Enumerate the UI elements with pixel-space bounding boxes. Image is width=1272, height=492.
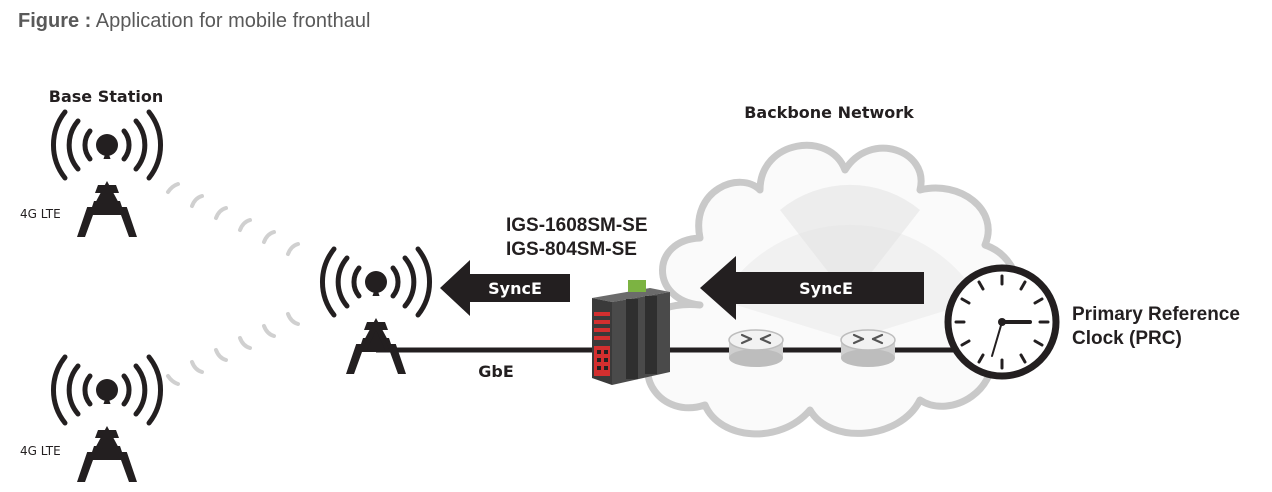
backbone-network-label: Backbone Network — [744, 103, 914, 122]
clock-icon — [944, 264, 1060, 380]
prc-label-line1: Primary Reference — [1072, 304, 1240, 325]
caption-lead: Figure : — [18, 10, 92, 32]
base-station-label: Base Station — [49, 87, 163, 106]
caption-text: Application for mobile fronthaul — [95, 10, 371, 32]
switch-model-1-label: IGS-1608SM-SE — [506, 215, 648, 236]
synce-arrow-left-icon — [440, 260, 570, 316]
router-icon-1 — [727, 328, 785, 369]
cell-tower-icon-bottom — [53, 357, 160, 482]
router-icon-2 — [839, 328, 897, 369]
lte-label-top: 4G LTE — [20, 207, 61, 221]
wireless-signal-arcs — [166, 182, 300, 386]
synce-left-label: SyncE — [488, 279, 542, 298]
synce-arrow-right-icon — [700, 256, 924, 320]
industrial-switch-icon — [592, 280, 670, 385]
cell-tower-icon-top — [53, 112, 160, 237]
synce-right-label: SyncE — [799, 279, 853, 298]
figure-caption: Figure : Application for mobile fronthau… — [18, 10, 370, 33]
prc-label-line2: Clock (PRC) — [1072, 328, 1182, 349]
gbe-label: GbE — [478, 362, 514, 381]
cell-tower-icon-center — [322, 249, 429, 374]
lte-label-bottom: 4G LTE — [20, 444, 61, 458]
switch-model-2-label: IGS-804SM-SE — [506, 239, 637, 260]
